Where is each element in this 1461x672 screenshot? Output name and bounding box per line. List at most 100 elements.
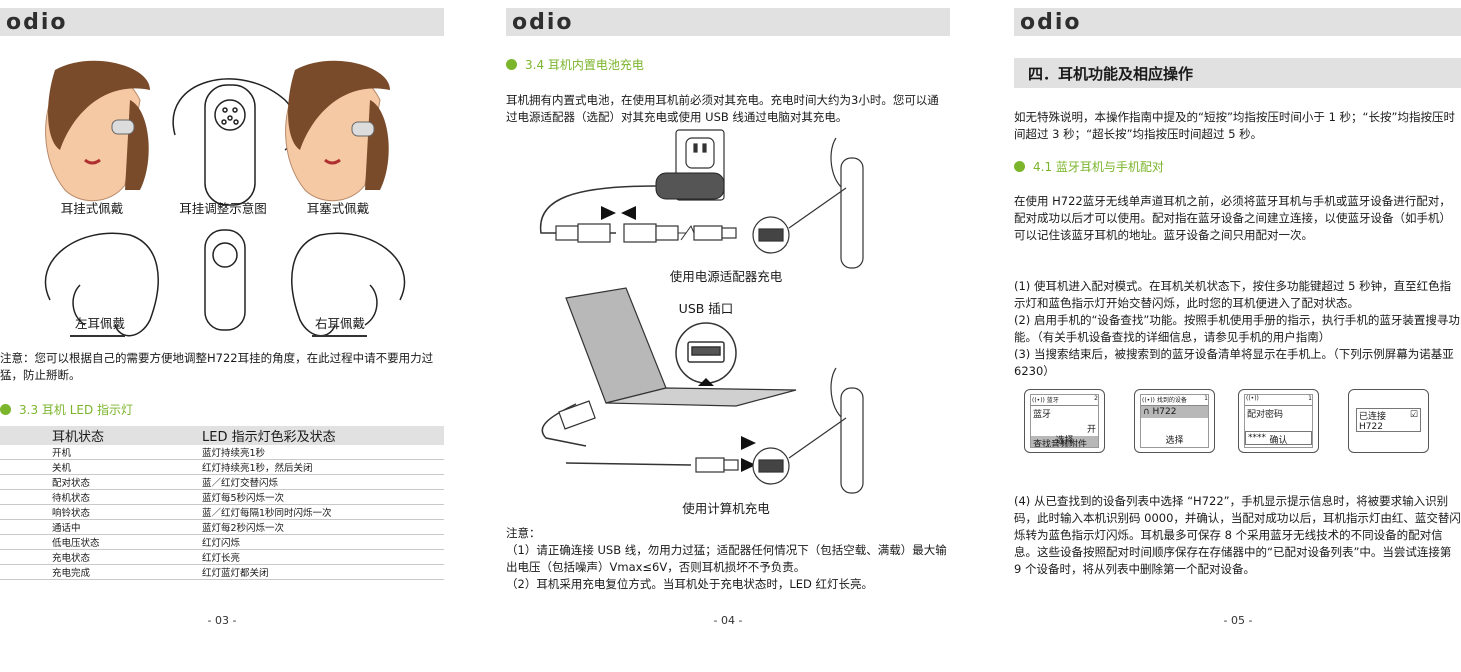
table-row: 低电压状态红灯闪烁: [0, 534, 444, 550]
headset-icon: ∩: [1143, 407, 1150, 417]
usb-cable-icon: [555, 223, 737, 243]
arrow-right-icon: [601, 206, 616, 220]
table-cell: 通话中: [0, 519, 202, 535]
screen-line: 配对密码: [1247, 410, 1284, 420]
charging-intro: 耳机拥有内置式电池，在使用耳机前必须对其充电。充电时间大约为3小时。您可以通过电…: [506, 93, 939, 124]
passcode-field: ****: [1245, 431, 1312, 445]
table-cell: 关机: [0, 459, 202, 475]
table-row: 待机状态蓝灯每5秒闪烁一次: [0, 489, 444, 505]
headset-icon: [752, 137, 864, 269]
connected-box: 已连接 H722 ☑: [1356, 408, 1421, 432]
phone-screen-connected: 已连接 H722 ☑: [1348, 389, 1429, 453]
caption-adapter-charging: 使用电源适配器充电: [669, 269, 783, 284]
screen-line: ∩ H722: [1141, 406, 1208, 418]
brand-logo: odio: [6, 10, 68, 35]
soft-key-label: 确认: [1269, 436, 1288, 446]
note-2: （2）耳机采用充电复位方式。当耳机处于充电状态时，LED 红灯长亮。: [506, 577, 873, 591]
arrow-left-icon: [621, 206, 636, 220]
table-cell: 红灯持续亮1秒，然后关闭: [202, 459, 444, 475]
step-4: (4) 从已查找到的设备列表中选择 “H722”，手机显示提示信息时，将被要求输…: [1014, 494, 1461, 576]
head-earbud-illustration: [285, 60, 390, 202]
table-cell: 响铃状态: [0, 504, 202, 520]
screen-status-bar: ((•)) 1: [1245, 395, 1312, 406]
soft-key-label: 选择: [1165, 436, 1184, 446]
bullet-dot-icon: [1014, 161, 1025, 172]
headset-front-diagram: [204, 229, 246, 331]
usb-port-zoom-icon: [675, 322, 737, 386]
screen-line: 已连接: [1359, 412, 1387, 422]
brand-logo: odio: [1020, 10, 1082, 35]
arrow-left-icon: [312, 335, 367, 337]
table-row: 通话中蓝灯每2秒闪烁一次: [0, 519, 444, 535]
table-row: 开机蓝灯持续亮1秒: [0, 445, 444, 460]
screen-line: 开: [1086, 425, 1096, 435]
table-cell: 低电压状态: [0, 534, 202, 550]
ear-hook-adjust-diagram: [172, 78, 297, 206]
table-row: 充电状态红灯长亮: [0, 549, 444, 565]
page-number: - 04 -: [713, 614, 743, 627]
table-cell: 红灯蓝灯都关闭: [202, 564, 444, 580]
pairing-intro: 在使用 H722蓝牙无线单声道耳机之前，必须将蓝牙耳机与手机或蓝牙设备进行配对，…: [1014, 194, 1451, 242]
screen-status-bar: ((•)) 找到的设备 1: [1141, 395, 1208, 406]
table-header-led: LED 指示灯色彩及状态: [202, 426, 444, 445]
caption-hook-adjust: 耳挂调整示意图: [179, 201, 267, 216]
arrow-right-icon: [70, 335, 125, 337]
step-1: (1) 使耳机进入配对模式。在耳机关机状态下，按住多功能键超过 5 秒钟，直至红…: [1014, 279, 1452, 310]
page-number: - 05 -: [1223, 614, 1253, 627]
table-cell: 待机状态: [0, 489, 202, 505]
press-definitions: 如无特殊说明，本操作指南中提及的“短按”均指按压时间小于 1 秒；“长按”均指按…: [1014, 110, 1455, 141]
note-title: 注意：: [506, 526, 541, 540]
page-04: odio 3.4 耳机内置电池充电 耳机拥有内置式电池，在使用耳机前必须对其充电…: [506, 0, 950, 672]
bullet-dot-icon: [506, 59, 517, 70]
table-cell: 红灯闪烁: [202, 534, 444, 550]
table-cell: 充电状态: [0, 549, 202, 565]
screen-line: 查找音频附件: [1031, 436, 1098, 447]
checkbox-icon: ☑: [1409, 410, 1418, 420]
charging-diagram: [539, 129, 864, 494]
phone-screen-bluetooth: ((•)) 蓝牙 2 蓝牙 开 查找音频附件 选择: [1024, 389, 1105, 453]
table-row: 响铃状态蓝／红灯每隔1秒同时闪烁一次: [0, 504, 444, 520]
section-3-4-title: 3.4 耳机内置电池充电: [506, 56, 644, 73]
table-row: 配对状态蓝／红灯交替闪烁: [0, 474, 444, 490]
step-3: (3) 当搜索结束后，被搜索到的蓝牙设备清单将显示在手机上。（下列示例屏幕为诺基…: [1014, 347, 1454, 378]
usb-port-label: USB 插口: [678, 301, 734, 316]
page-header-bar: [506, 8, 950, 36]
ear-hook-left-diagram: [44, 232, 159, 337]
table-cell: 蓝／红灯每隔1秒同时闪烁一次: [202, 504, 444, 520]
screen-line: H722: [1359, 422, 1383, 432]
caption-ear-hook: 耳挂式佩戴: [60, 201, 124, 216]
page-03: odio: [0, 0, 462, 672]
caption-right-ear: 右耳佩戴: [314, 316, 365, 331]
table-cell: 开机: [0, 445, 202, 460]
caption-earbud: 耳塞式佩戴: [306, 201, 370, 216]
page-05: odio 四．耳机功能及相应操作 如无特殊说明，本操作指南中提及的“短按”均指按…: [1014, 0, 1461, 672]
screen-status-bar: ((•)) 蓝牙 2: [1031, 395, 1098, 406]
page-number: - 03 -: [207, 614, 237, 627]
soft-key-label: 选择: [1055, 436, 1074, 446]
caption-computer-charging: 使用计算机充电: [682, 501, 770, 516]
page-header-bar: [1014, 8, 1461, 36]
led-status-table: 耳机状态 LED 指示灯色彩及状态 开机蓝灯持续亮1秒 关机红灯持续亮1秒，然后…: [0, 426, 444, 580]
headset-icon: [752, 367, 864, 494]
note-1: （1）请正确连接 USB 线，勿用力过猛；适配器任何情况下（包括空载、满载）最大…: [506, 543, 947, 574]
table-cell: 红灯长亮: [202, 549, 444, 565]
laptop-icon: [565, 287, 797, 407]
section-4-1-title: 4.1 蓝牙耳机与手机配对: [1014, 158, 1164, 175]
table-cell: 蓝／红灯交替闪烁: [202, 474, 444, 490]
chapter-title-bar: 四．耳机功能及相应操作: [1014, 58, 1461, 88]
phone-screen-passcode: ((•)) 1 配对密码 **** 确认: [1238, 389, 1319, 453]
table-cell: 蓝灯持续亮1秒: [202, 445, 444, 460]
screen-line: 蓝牙: [1033, 410, 1052, 420]
power-adapter-icon: [655, 172, 725, 200]
section-3-3-title: 3.3 耳机 LED 指示灯: [0, 401, 133, 418]
table-cell: 充电完成: [0, 564, 202, 580]
brand-logo: odio: [512, 10, 574, 35]
table-header-row: 耳机状态 LED 指示灯色彩及状态: [0, 426, 444, 445]
page-header-bar: [0, 8, 444, 36]
arrow-right-icon: [741, 436, 756, 450]
table-header-state: 耳机状态: [0, 426, 202, 445]
ear-hook-right-diagram: [291, 232, 406, 337]
wearing-illustrations: [44, 60, 406, 337]
table-cell: 蓝灯每2秒闪烁一次: [202, 519, 444, 535]
usb-cable-icon: [558, 400, 739, 473]
